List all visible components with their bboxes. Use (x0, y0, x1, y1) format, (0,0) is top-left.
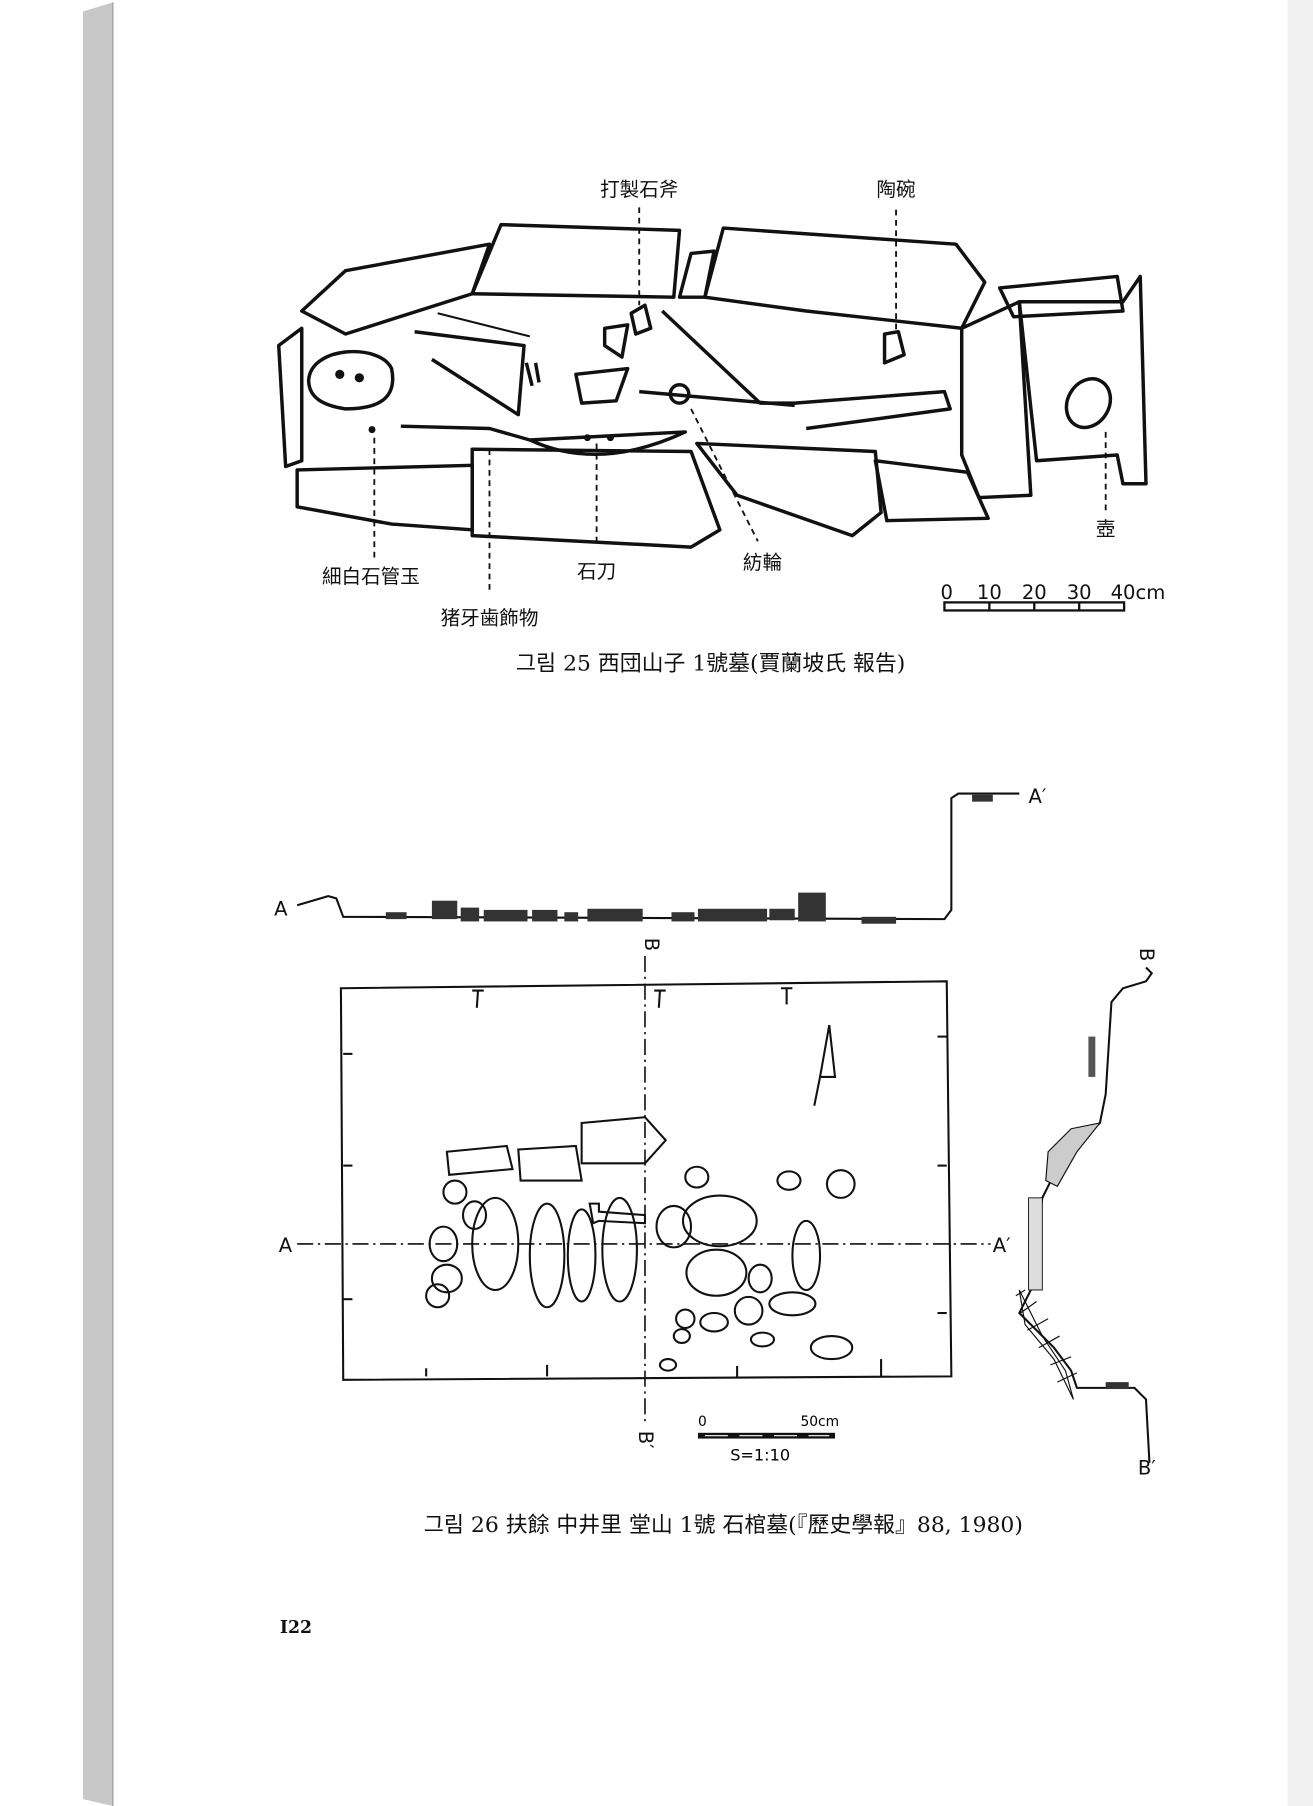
scale-bar-26: 0 50cm S=1:10 (698, 1414, 839, 1465)
section-label-a-prime2: A′ (993, 1234, 1011, 1257)
label-hand-axe: 打製石斧 (600, 178, 678, 201)
label-pottery-bowl: 陶碗 (877, 178, 916, 201)
section-label-b: B (640, 938, 663, 951)
page-binding-shadow (82, 2, 113, 1806)
section-label-b-prime-right: B′ (1138, 1456, 1156, 1479)
label-boar-tusk: 猪牙歯飾物 (441, 606, 539, 629)
section-label-a-prime: A′ (1029, 785, 1047, 808)
scale-tick: 0 (941, 581, 953, 604)
scale-bar-25: 0 10 20 30 40cm (941, 581, 1166, 612)
label-jar: 壺 (1096, 518, 1116, 541)
figure-25-tomb-plan: 打製石斧 陶碗 細白石管玉 猪牙歯飾物 石刀 紡輪 壺 0 10 20 30 4… (276, 178, 1166, 676)
figure-26-stone-cist: A A′ B B′ A A′ (274, 785, 1158, 1538)
scale-tick: 10 (977, 581, 1002, 604)
scale-tick: 20 (1022, 581, 1047, 604)
scale-zero: 0 (698, 1414, 707, 1430)
scale-end: 50cm (800, 1414, 839, 1430)
scale-ratio: S=1:10 (730, 1445, 790, 1464)
page-number: I22 (280, 1618, 312, 1638)
section-label-b-right: B (1135, 948, 1158, 961)
section-label-a: A (274, 898, 288, 921)
scale-tick: 40cm (1111, 581, 1166, 604)
label-beads: 細白石管玉 (322, 565, 420, 588)
label-stone-knife: 石刀 (577, 560, 616, 583)
label-spindle-whorl: 紡輪 (743, 551, 783, 574)
section-label-b-prime: B′ (634, 1431, 657, 1449)
section-label-a2: A (279, 1234, 293, 1257)
figure-25-caption: 그림 25 西団山子 1號墓(賈蘭坡氏 報告) (516, 651, 905, 676)
figure-26-caption: 그림 26 扶餘 中井里 堂山 1號 石棺墓(『歷史學報』88, 1980) (424, 1513, 1023, 1538)
scale-tick: 30 (1067, 581, 1092, 604)
